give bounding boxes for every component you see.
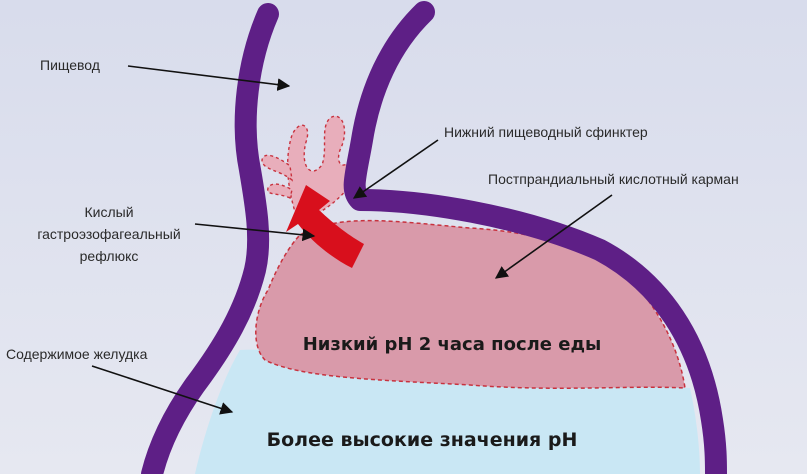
label-esophagus: Пищевод — [40, 57, 100, 73]
postprandial-acid-pocket — [255, 219, 686, 389]
pointer-esophagus — [127, 65, 291, 91]
stomach-right-wall — [343, 1, 727, 474]
stomach-fluid — [195, 349, 700, 474]
pointer-acid-pocket — [494, 194, 613, 279]
label-reflux-line2: гастроэзофагеальный — [37, 226, 180, 242]
label-higher-ph: Более высокие значения pH — [267, 429, 578, 451]
label-reflux-line3: рефлюкс — [80, 248, 139, 264]
label-stomach-contents: Содержимое желудка — [6, 346, 148, 362]
label-low-ph: Низкий pH 2 часа после еды — [303, 334, 602, 355]
label-postprandial-acid-pocket: Постпрандиальный кислотный карман — [488, 171, 739, 187]
pointer-reflux — [194, 223, 316, 242]
pointer-stomach-contents — [91, 365, 234, 415]
acid-reflux-arrow — [286, 185, 364, 268]
label-lower-esophageal-sphincter: Нижний пищеводный сфинктер — [444, 124, 648, 140]
pointer-les — [352, 139, 439, 199]
esophagus-left-wall — [141, 3, 279, 474]
label-reflux-line1: Кислый — [84, 204, 133, 220]
